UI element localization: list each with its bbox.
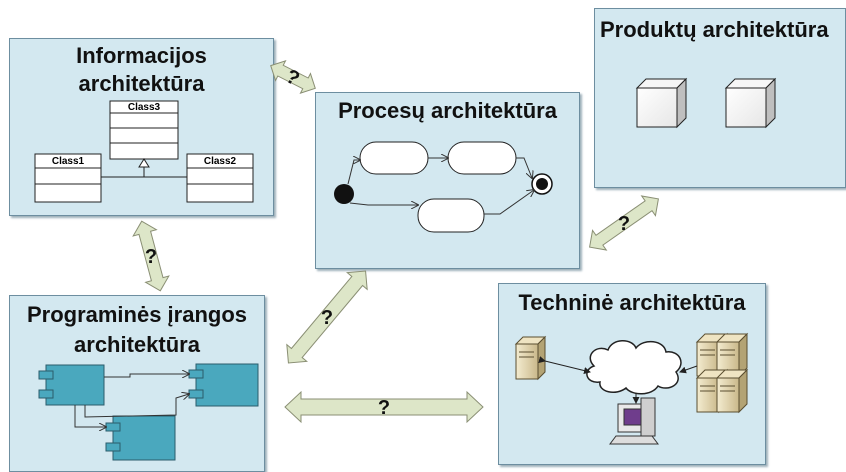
informacijos-title-line2: architektūra xyxy=(78,71,205,96)
activity-1 xyxy=(359,141,429,175)
process-transitions xyxy=(347,158,534,215)
procesu-title: Procesų architektūra xyxy=(338,98,557,123)
component-connectors xyxy=(74,374,189,427)
network-links xyxy=(538,356,698,404)
activity-2 xyxy=(447,141,517,175)
arrow-info-programines: ? xyxy=(132,220,170,292)
component-1 xyxy=(38,364,105,406)
software-components xyxy=(38,363,259,461)
component-3 xyxy=(105,415,176,461)
class2-label: Class2 xyxy=(204,156,237,167)
programines-title-line1: Programinės įrangos xyxy=(26,302,248,327)
informacijos-title-line1: Informacijos xyxy=(76,43,207,68)
process-flow xyxy=(334,141,553,233)
class2-box: Class2 xyxy=(186,153,254,203)
end-node xyxy=(531,173,553,195)
uml-class-diagram: Class3 Class1 Class2 xyxy=(34,100,254,203)
product-cube-1 xyxy=(635,77,688,129)
start-node xyxy=(334,184,354,204)
component-2 xyxy=(188,363,259,407)
produktu-architektura-panel: Produktų architektūra xyxy=(594,8,846,188)
arrow-procesu-produktu: ? xyxy=(589,195,659,251)
arrow-programines-technine: ? xyxy=(284,390,484,424)
activity-3 xyxy=(417,198,485,233)
produktu-title: Produktų architektūra xyxy=(600,17,829,42)
question-mark-info-programines: ? xyxy=(145,246,157,268)
workstation-computer xyxy=(609,397,659,445)
arrow-info-procesu: ? xyxy=(270,59,316,95)
class3-label: Class3 xyxy=(128,102,161,113)
class1-label: Class1 xyxy=(52,156,85,167)
network-cloud xyxy=(586,340,682,395)
programines-title-line2: architektūra xyxy=(74,332,200,357)
inheritance-connectors xyxy=(101,158,187,178)
question-mark-programines-technine: ? xyxy=(378,397,390,419)
class1-box: Class1 xyxy=(34,153,102,203)
server-rack-right xyxy=(695,332,749,414)
question-mark-programines-procesu: ? xyxy=(321,307,333,329)
technine-title: Techninė architektūra xyxy=(518,290,746,315)
server-left xyxy=(514,335,547,381)
class3-box: Class3 xyxy=(109,100,179,160)
product-cube-2 xyxy=(724,77,777,129)
question-mark-procesu-produktu: ? xyxy=(618,213,630,235)
arrow-programines-procesu: ? xyxy=(286,270,368,364)
